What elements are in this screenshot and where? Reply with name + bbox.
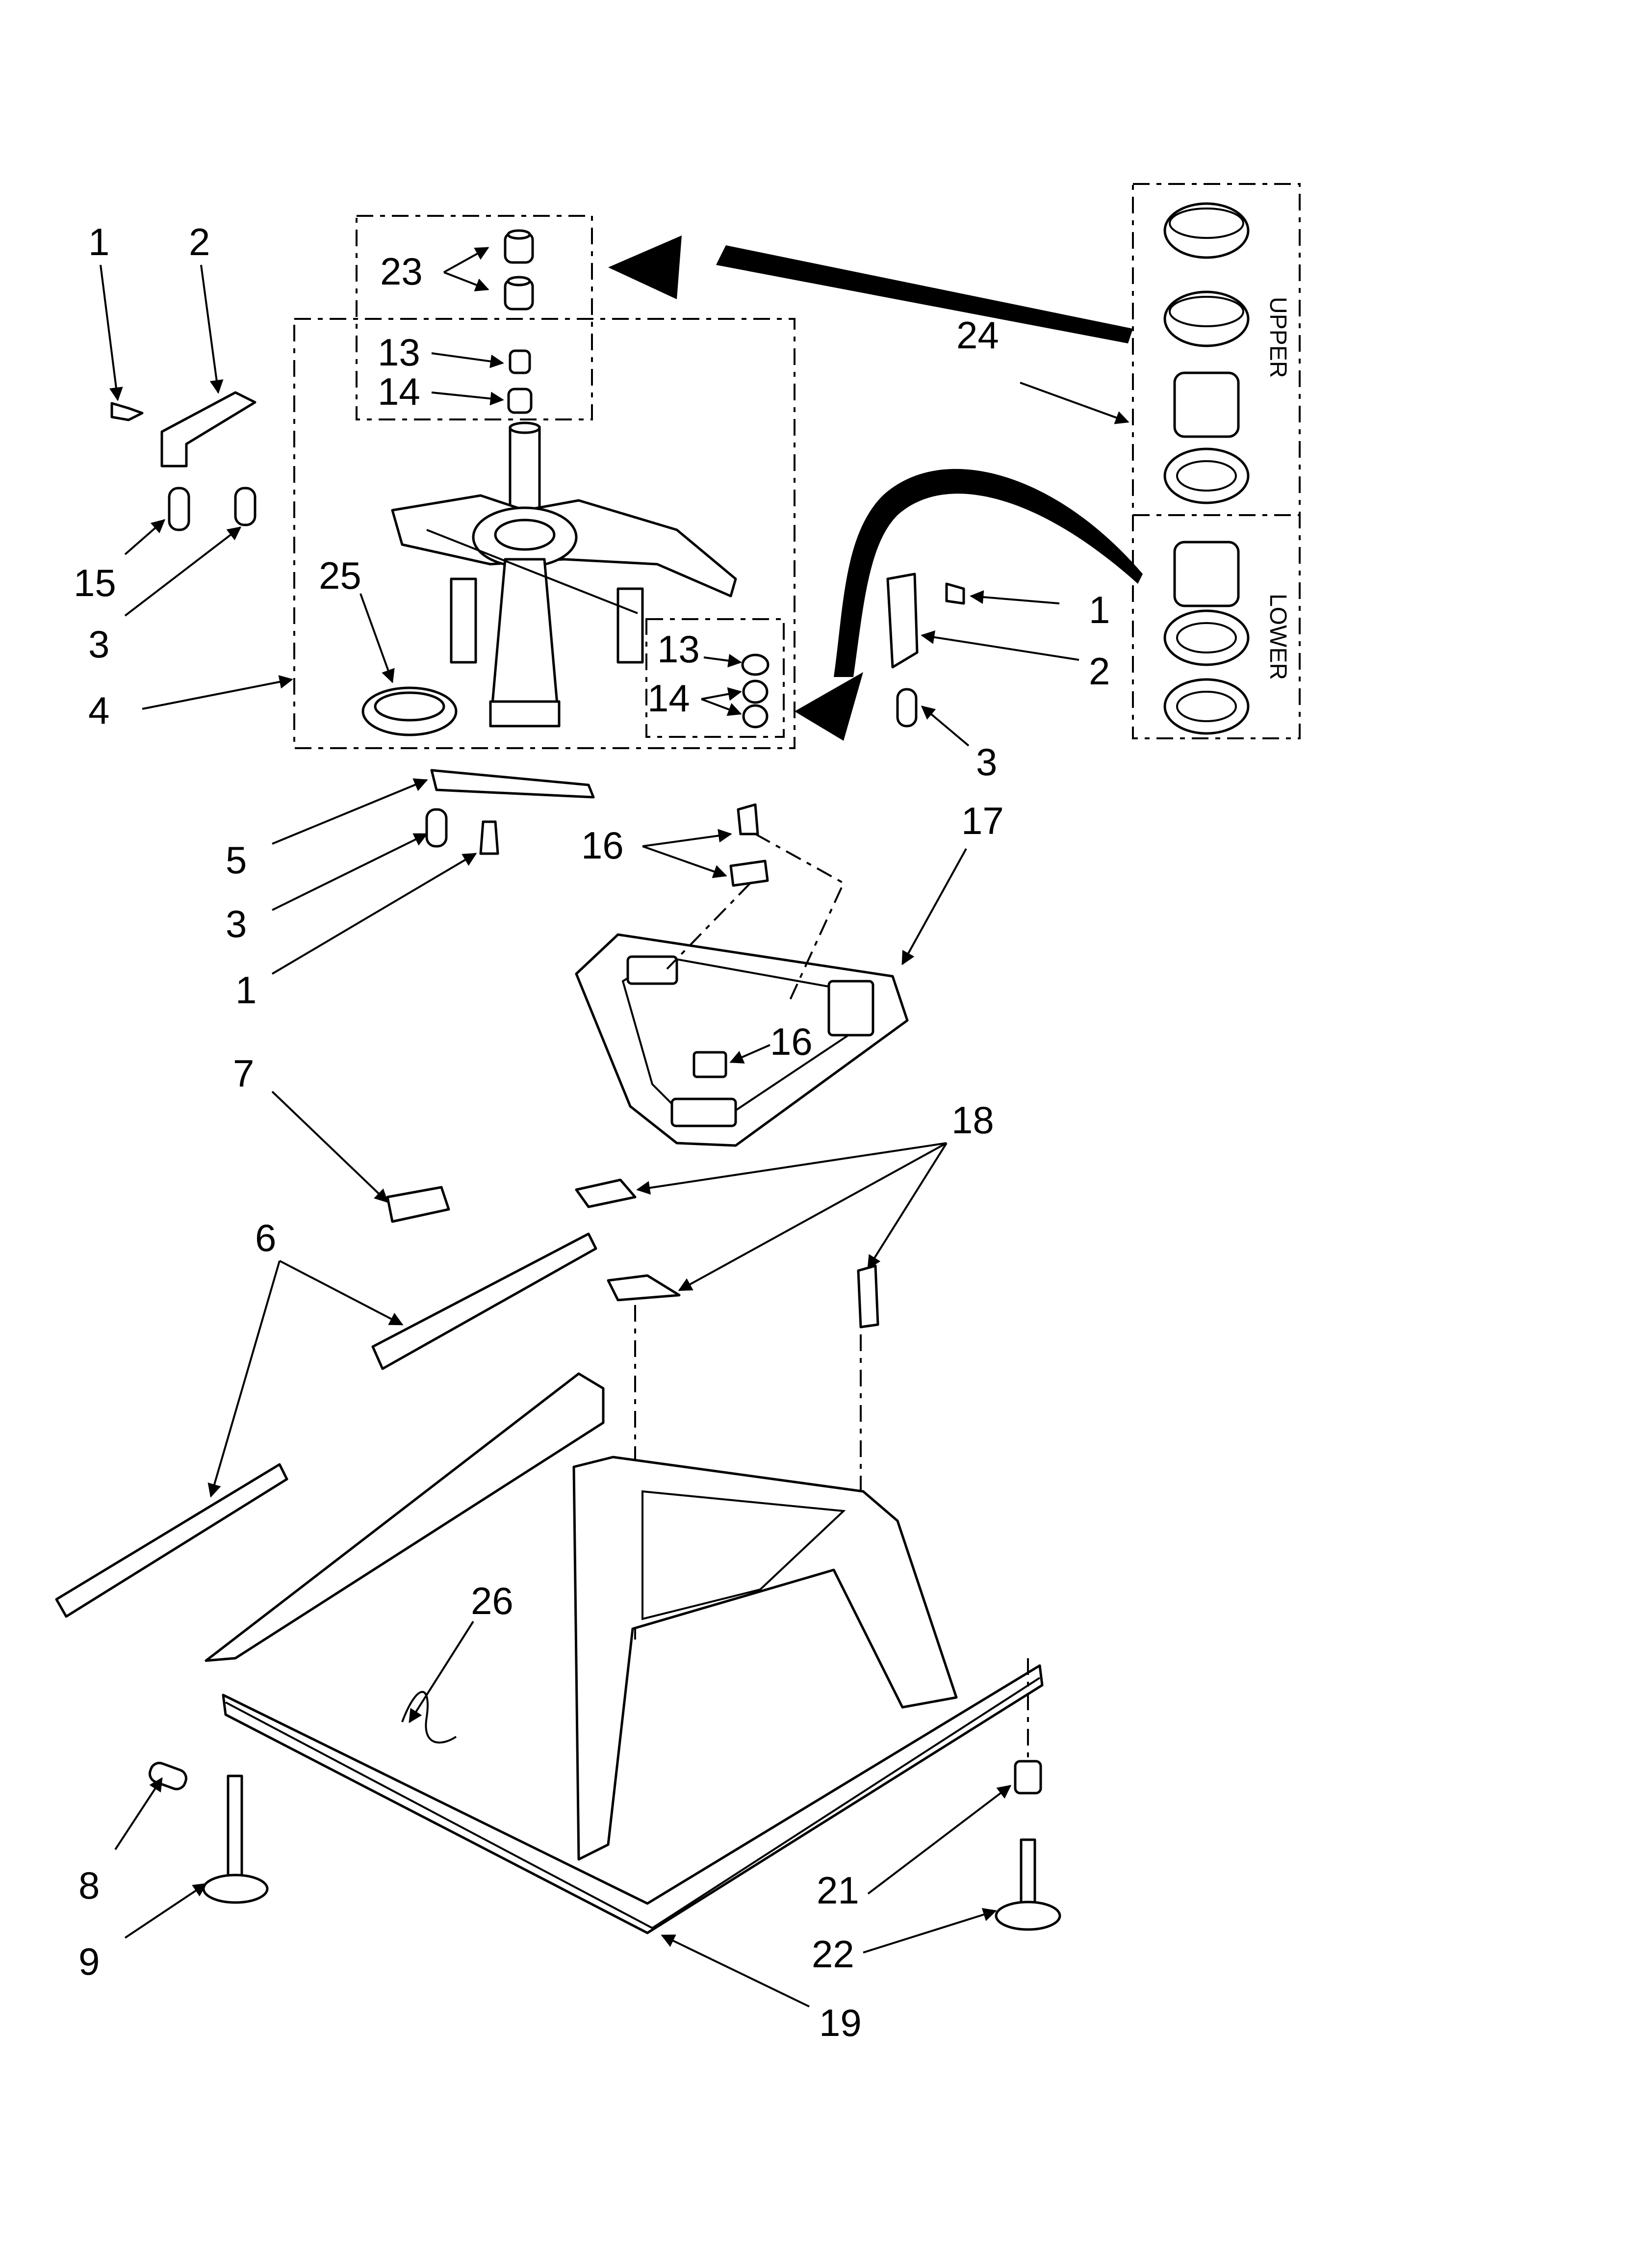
callout-1-center: 1 xyxy=(235,968,257,1012)
bracket-2-left xyxy=(160,391,257,468)
callout-7: 7 xyxy=(233,1052,254,1095)
callout-17: 17 xyxy=(961,799,1004,842)
dashed-group-box-upper-bushings xyxy=(356,215,593,420)
callout-3-right: 3 xyxy=(976,740,997,783)
arrow-kit-to-upper xyxy=(608,235,1133,343)
dashed-group-box-main xyxy=(293,318,795,749)
callout-13-upper: 13 xyxy=(378,331,420,374)
kit-24-lower-parts xyxy=(1163,541,1250,735)
bushing-23-bottom xyxy=(504,276,534,311)
arrow-kit-to-lower xyxy=(795,469,1143,741)
callout-labels: 1 2 15 3 4 5 3 1 2 3 1 25 23 13 14 13 14… xyxy=(74,220,1110,2044)
spring-3-right xyxy=(896,688,918,728)
leader-lines xyxy=(100,247,1129,2007)
pad-18-right xyxy=(857,1264,879,1329)
pad-16-dashed-guide xyxy=(755,833,845,1001)
kit-label-lower: LOWER xyxy=(1265,594,1291,680)
pad-16-middle xyxy=(729,860,769,887)
rail-6-upper xyxy=(371,1232,597,1370)
callout-8: 8 xyxy=(78,1864,100,1907)
leg-22 xyxy=(995,1838,1061,1931)
rail-6-lower xyxy=(55,1463,288,1618)
bushing-13-upper xyxy=(509,349,531,374)
callout-16-top: 16 xyxy=(581,824,624,867)
callout-14-lower: 14 xyxy=(647,677,690,720)
callout-2-top-left: 2 xyxy=(189,220,210,263)
kit-label-upper: UPPER xyxy=(1265,297,1291,378)
bracket-2-right xyxy=(886,573,919,669)
pad-16-dashed-guide-2 xyxy=(666,882,751,970)
screw-1-top-left xyxy=(110,402,144,421)
upper-base-frame-17 xyxy=(575,933,909,1147)
spring-15 xyxy=(168,487,190,531)
callout-25: 25 xyxy=(319,554,361,597)
gearcase-assembly xyxy=(391,421,737,728)
callout-22: 22 xyxy=(812,1932,854,1976)
callout-24: 24 xyxy=(956,313,999,357)
spring-3-center xyxy=(425,808,448,848)
callout-1-top-left: 1 xyxy=(88,220,109,263)
callout-6: 6 xyxy=(255,1216,276,1259)
pad-16-lower xyxy=(693,1051,727,1078)
screw-1-right xyxy=(945,582,965,605)
bushing-13-lower xyxy=(741,653,770,676)
callout-18: 18 xyxy=(951,1098,994,1142)
bushing-14-upper xyxy=(507,388,533,414)
leveling-spring-26 xyxy=(401,1691,457,1744)
callout-19: 19 xyxy=(819,2001,862,2044)
callout-14-upper: 14 xyxy=(378,370,420,413)
pad-16-top xyxy=(737,803,759,835)
callout-2-right: 2 xyxy=(1089,650,1110,693)
callout-4: 4 xyxy=(88,689,109,732)
callout-16-lower: 16 xyxy=(770,1020,813,1063)
bushing-14-lower-a xyxy=(742,679,769,704)
callout-5: 5 xyxy=(226,838,247,882)
pad-18-left xyxy=(575,1178,637,1208)
tub-ring-25 xyxy=(361,686,458,736)
bushing-23-top xyxy=(504,229,534,264)
callout-13-lower: 13 xyxy=(657,627,700,671)
bracket-5 xyxy=(430,769,595,799)
main-base-frame-19 xyxy=(205,1372,1044,1934)
spring-3-left xyxy=(234,487,257,526)
dashed-group-box-lower-bushings xyxy=(645,618,785,738)
pad-18-center xyxy=(607,1274,681,1302)
callout-26: 26 xyxy=(471,1579,513,1622)
leg-9 xyxy=(202,1774,269,1904)
callout-1-right: 1 xyxy=(1089,588,1110,631)
leg-sleeve-8 xyxy=(148,1762,187,1791)
spring-7 xyxy=(386,1186,450,1223)
callout-3-left: 3 xyxy=(88,623,109,666)
callout-23: 23 xyxy=(380,250,423,293)
callout-3-center: 3 xyxy=(226,902,247,945)
screw-1-center xyxy=(479,820,499,855)
dashed-group-box-kit xyxy=(1132,183,1301,739)
callout-21: 21 xyxy=(817,1869,859,1912)
bushing-14-lower-b xyxy=(742,704,769,729)
callout-9: 9 xyxy=(78,1940,100,1983)
kit-24-upper-parts xyxy=(1163,202,1250,504)
leg-sleeve-21 xyxy=(1014,1760,1042,1795)
callout-15: 15 xyxy=(74,561,116,604)
